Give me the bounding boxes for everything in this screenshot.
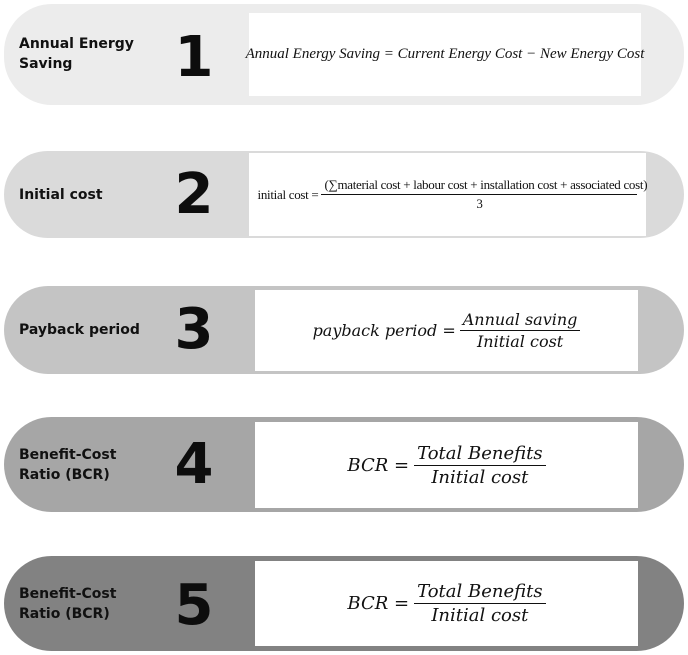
step-4-pill: Benefit-Cost Ratio (BCR) 4 BCR = Total B… — [4, 417, 684, 512]
step-3-formula-fraction: Annual saving Initial cost — [459, 310, 581, 351]
step-4-formula-numerator: Total Benefits — [414, 443, 546, 466]
step-3-pill: Payback period 3 payback period = Annual… — [4, 286, 684, 374]
step-5-formula-lhs: BCR = — [347, 593, 410, 614]
step-3-number: 3 — [174, 297, 214, 362]
step-5-formula-fraction: Total Benefits Initial cost — [414, 581, 546, 626]
step-4-formula-fraction: Total Benefits Initial cost — [414, 443, 546, 488]
step-5-number: 5 — [174, 573, 214, 638]
step-4-formula: BCR = Total Benefits Initial cost — [347, 443, 546, 488]
step-2-number: 2 — [174, 162, 214, 227]
step-3-formula-numerator: Annual saving — [459, 310, 581, 331]
step-5-formula: BCR = Total Benefits Initial cost — [347, 581, 546, 626]
step-3-formula-box: payback period = Annual saving Initial c… — [255, 290, 638, 371]
step-2-formula-numerator: (∑material cost + labour cost + installa… — [321, 177, 648, 195]
step-4-formula-denominator: Initial cost — [431, 466, 529, 488]
step-3-label: Payback period — [19, 322, 140, 338]
step-3-formula-denominator: Initial cost — [476, 332, 564, 351]
step-1-formula-box: Annual Energy Saving = Current Energy Co… — [246, 13, 644, 96]
step-4-formula-lhs: BCR = — [347, 454, 410, 476]
step-2-label: Initial cost — [19, 187, 103, 203]
step-4-number: 4 — [174, 432, 214, 497]
step-1-formula: Annual Energy Saving = Current Energy Co… — [245, 46, 645, 62]
step-2-formula-lhs: initial cost = — [257, 186, 319, 202]
step-2-formula-fraction: (∑material cost + labour cost + installa… — [321, 177, 648, 212]
step-5-formula-denominator: Initial cost — [431, 605, 529, 626]
step-3-formula-lhs: payback period = — [312, 321, 456, 340]
step-1-pill: Annual Energy Saving 1 Annual Energy Sav… — [4, 4, 684, 105]
step-2-formula-denominator: 3 — [476, 196, 483, 211]
step-3-formula: payback period = Annual saving Initial c… — [313, 310, 581, 351]
step-2-formula: initial cost = (∑material cost + labour … — [257, 177, 648, 212]
step-5-label: Benefit-Cost Ratio (BCR) — [19, 586, 117, 622]
step-5-formula-numerator: Total Benefits — [414, 581, 546, 604]
step-5-pill: Benefit-Cost Ratio (BCR) 5 BCR = Total B… — [4, 556, 684, 651]
step-4-label: Benefit-Cost Ratio (BCR) — [19, 447, 117, 483]
step-4-formula-box: BCR = Total Benefits Initial cost — [255, 422, 638, 508]
step-5-formula-box: BCR = Total Benefits Initial cost — [255, 561, 638, 646]
step-2-formula-box: initial cost = (∑material cost + labour … — [249, 153, 648, 236]
step-1-number: 1 — [174, 25, 214, 90]
step-1-label: Annual Energy Saving — [19, 36, 134, 72]
step-2-pill: Initial cost 2 initial cost = (∑material… — [4, 151, 684, 238]
